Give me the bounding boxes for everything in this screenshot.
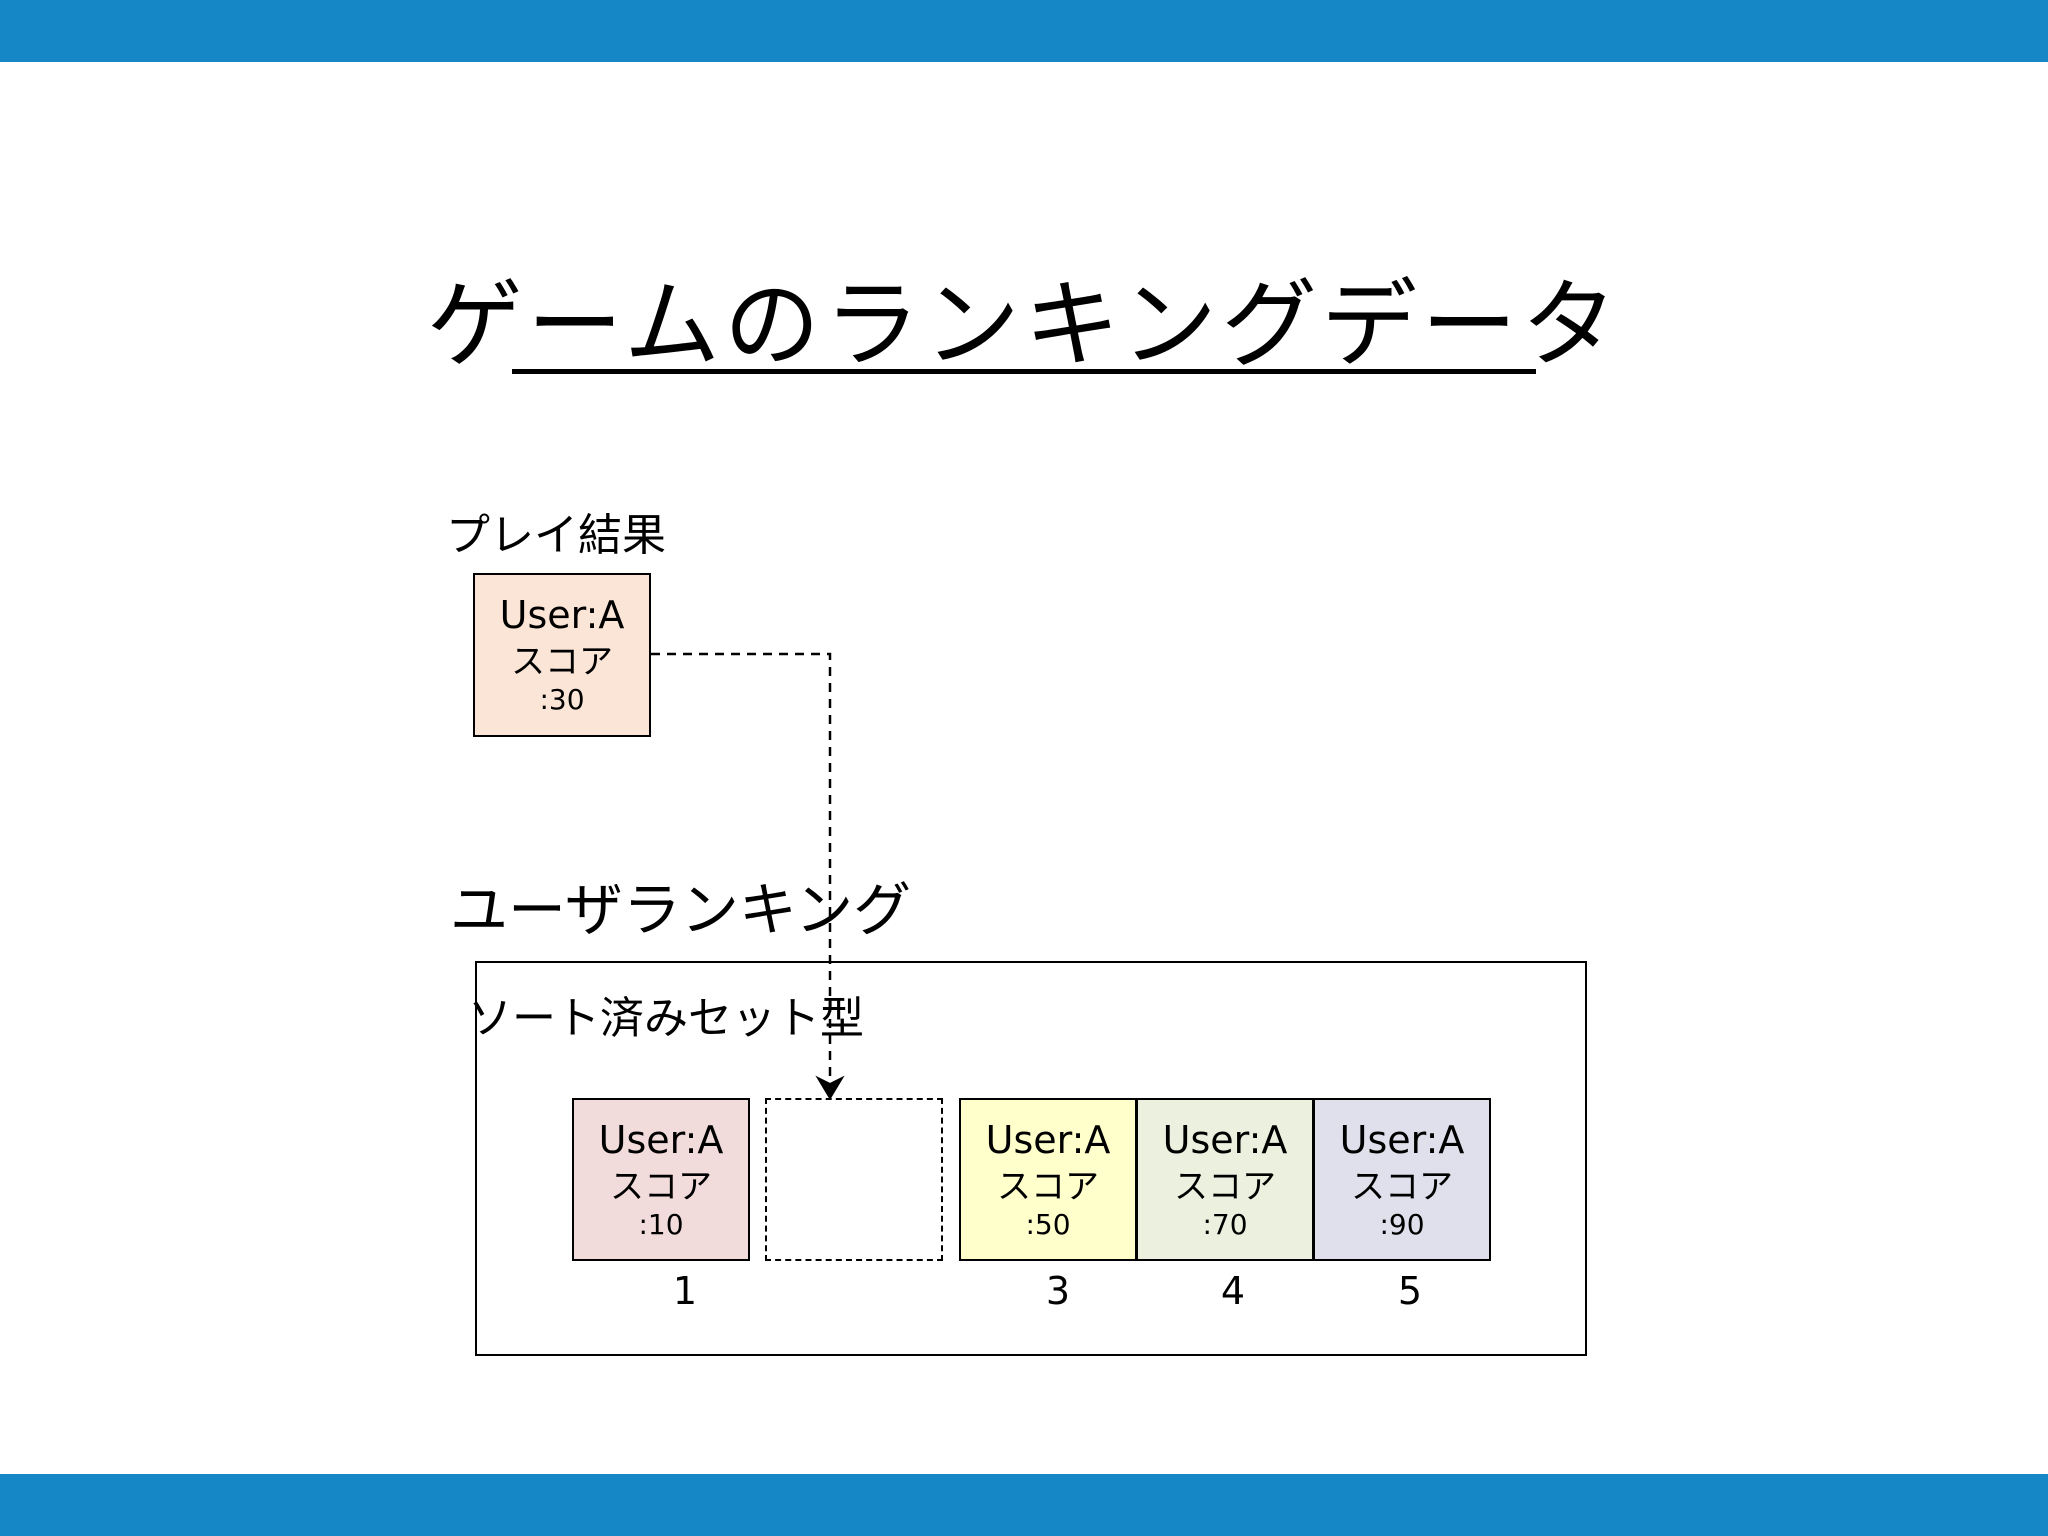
bottom-accent-bar — [0, 1474, 2048, 1536]
rank-slot-score-label: スコア — [610, 1167, 712, 1207]
play-result-score: :30 — [539, 683, 585, 716]
rank-number-5: 5 — [1397, 1269, 1423, 1313]
rank-slot-user: User:A — [985, 1118, 1111, 1162]
play-result-label: プレイ結果 — [446, 510, 666, 561]
rank-number-3: 3 — [1045, 1269, 1071, 1313]
ranking-label: ユーザランキング — [450, 876, 912, 944]
play-result-user: User:A — [499, 593, 625, 637]
rank-slot-insert-target — [765, 1098, 943, 1261]
rank-slot-score: :90 — [1379, 1208, 1425, 1241]
slide-title-text: ゲームのランキングデータ — [426, 269, 1622, 381]
rank-number-4: 4 — [1220, 1269, 1246, 1313]
rank-slot-user: User:A — [1162, 1118, 1288, 1162]
slide-title: ゲームのランキングデータ — [0, 270, 2048, 380]
rank-slot-3: User:A スコア :50 — [959, 1098, 1137, 1261]
insert-arrow-line — [651, 652, 832, 1084]
play-result-card: User:A スコア :30 — [473, 573, 651, 737]
rank-slot-score-label: スコア — [1351, 1167, 1453, 1207]
play-result-score-label: スコア — [511, 642, 613, 682]
rank-slot-score-label: スコア — [1174, 1167, 1276, 1207]
sorted-set-type-label: ソート済みセット型 — [468, 993, 864, 1044]
rank-slot-score-label: スコア — [997, 1167, 1099, 1207]
rank-number-1: 1 — [672, 1269, 698, 1313]
rank-slot-score: :50 — [1025, 1208, 1071, 1241]
insert-arrow-head — [815, 1075, 845, 1100]
rank-slot-score: :70 — [1202, 1208, 1248, 1241]
rank-slot-user: User:A — [1339, 1118, 1465, 1162]
title-underline — [512, 369, 1536, 374]
top-accent-bar — [0, 0, 2048, 62]
rank-slot-5: User:A スコア :90 — [1313, 1098, 1491, 1261]
sorted-set-container — [475, 961, 1587, 1356]
rank-slot-user: User:A — [598, 1118, 724, 1162]
rank-slot-1: User:A スコア :10 — [572, 1098, 750, 1261]
rank-slot-4: User:A スコア :70 — [1136, 1098, 1314, 1261]
rank-slot-score: :10 — [638, 1208, 684, 1241]
